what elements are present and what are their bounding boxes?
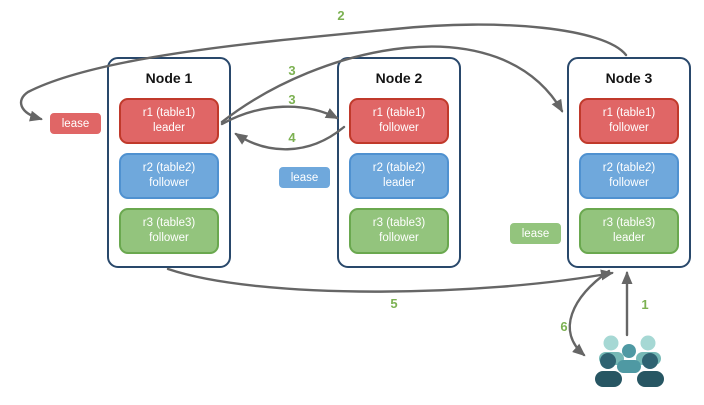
user-head <box>640 335 656 351</box>
node-2-title: Node 2 <box>375 70 423 86</box>
replica-role: leader <box>383 177 415 189</box>
replica-name: r1 (table1) <box>142 107 196 120</box>
node-2-replica-r1: r1 (table1) follower <box>349 98 449 144</box>
step-4-label: 4 <box>288 130 296 145</box>
user-head <box>600 353 616 369</box>
replica-role: follower <box>379 232 419 244</box>
node-2-replica-r2: r2 (table2) leader <box>349 153 449 199</box>
replica-name: r2 (table2) <box>372 162 426 175</box>
replica-name: r3 (table3) <box>142 217 196 230</box>
step-3-arrow-to-node3 <box>220 45 564 124</box>
step-3b-label: 3 <box>288 92 296 107</box>
replica-name: r2 (table2) <box>602 162 656 175</box>
replica-role: follower <box>609 177 649 189</box>
replica-name: r1 (table1) <box>372 107 426 120</box>
node-3-replica-r2: r2 (table2) follower <box>579 153 679 199</box>
user-body <box>637 371 664 387</box>
node-3-replica-r1: r1 (table1) follower <box>579 98 679 144</box>
replica-name: r3 (table3) <box>602 217 656 230</box>
user-head <box>642 353 658 369</box>
node-1-replica-r1: r1 (table1) leader <box>119 98 219 144</box>
node-1-panel: Node 1 r1 (table1) leader r2 (table2) fo… <box>107 57 231 268</box>
lease-badge-blue: lease <box>278 166 331 189</box>
node-2-replica-r3: r3 (table3) follower <box>349 208 449 254</box>
user-head <box>622 344 636 358</box>
step-3a-label: 3 <box>288 63 296 78</box>
step-6-label: 6 <box>560 319 568 334</box>
lease-badge-red: lease <box>49 112 102 135</box>
replica-name: r1 (table1) <box>602 107 656 120</box>
node-3-title: Node 3 <box>605 70 653 86</box>
users-group-icon <box>595 335 664 387</box>
replica-role: leader <box>153 122 185 134</box>
step-1-label: 1 <box>641 297 649 312</box>
node-1-replica-r2: r2 (table2) follower <box>119 153 219 199</box>
step-4-arrow <box>234 125 346 151</box>
node-1-replica-r3: r3 (table3) follower <box>119 208 219 254</box>
step-2-arrow <box>19 23 628 122</box>
replica-role: follower <box>149 232 189 244</box>
step-5-label: 5 <box>390 296 398 311</box>
step-2-label: 2 <box>337 8 345 23</box>
user-head <box>603 335 619 351</box>
replica-role: follower <box>149 177 189 189</box>
node-1-title: Node 1 <box>145 70 193 86</box>
node-3-replica-r3: r3 (table3) leader <box>579 208 679 254</box>
user-body <box>617 360 641 373</box>
lease-badge-green: lease <box>509 222 562 245</box>
replica-role: leader <box>613 232 645 244</box>
replica-role: follower <box>379 122 419 134</box>
step-3-arrow-to-node2 <box>220 105 339 126</box>
replica-role: follower <box>609 122 649 134</box>
replica-name: r2 (table2) <box>142 162 196 175</box>
user-body <box>595 371 622 387</box>
node-2-panel: Node 2 r1 (table1) follower r2 (table2) … <box>337 57 461 268</box>
replica-name: r3 (table3) <box>372 217 426 230</box>
step-5-arrow <box>166 267 614 293</box>
node-3-panel: Node 3 r1 (table1) follower r2 (table2) … <box>567 57 691 268</box>
step-6-arrow <box>568 269 611 357</box>
